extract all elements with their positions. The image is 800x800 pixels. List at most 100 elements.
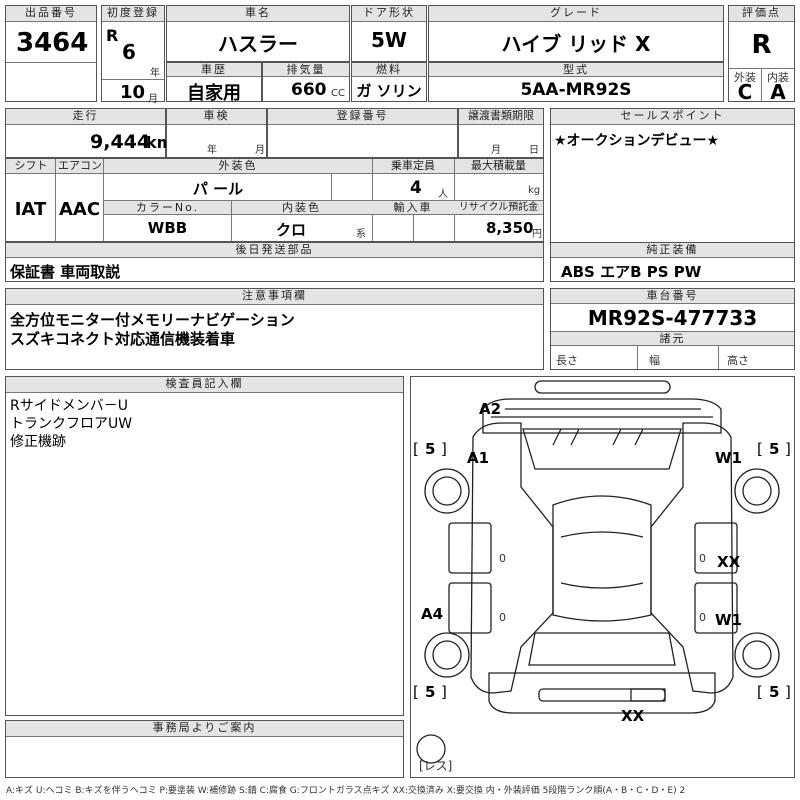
tire-rl-bracket-open: [ (413, 683, 419, 701)
grade-box: グレード ハイブ リッド X (428, 5, 724, 62)
int-grade: A (770, 80, 786, 104)
notes-box: 注意事項欄 全方位モニター付メモリーナビゲーション スズキコネクト対応通信機装着… (5, 288, 544, 370)
tire-rr-bracket-close: ] (785, 683, 791, 701)
tire-front-right (734, 468, 780, 514)
mark-w1-rear: W1 (715, 611, 742, 629)
capacity-label: 乗車定員 (372, 159, 454, 174)
mark-a4: A4 (421, 605, 444, 623)
spec-grid: シフト エアコン 外装色 乗車定員 最大積載量 IAT AAC パ ール 4 人… (5, 158, 544, 242)
first-reg-label: 初度登録 (102, 6, 164, 22)
car-name-label: 車名 (167, 6, 349, 22)
door-label: ドア形状 (352, 6, 426, 22)
reg-month: 10 (120, 82, 146, 103)
history: 自家用 (187, 83, 241, 104)
sales-point-box: セールスポイント ★オークションデビュー★ (550, 108, 795, 256)
inspector-line-2: トランクフロアUW (10, 416, 133, 432)
chassis-number: MR92S-477733 (587, 306, 758, 330)
tire-rr-bracket-open: [ (757, 683, 763, 701)
mileage-label: 走行 (6, 109, 165, 125)
model: 5AA-MR92S (520, 80, 632, 100)
spare-tire (416, 734, 446, 764)
deadline-box: 譲渡書類期限 月 日 (458, 108, 544, 158)
load-unit: kg (528, 185, 541, 196)
deadline-label: 譲渡書類期限 (459, 109, 543, 125)
damage-diagram: A2 A1 W1 A4 XX W1 XX [ 5 ] [ 5 ] [ 5 ] [… (410, 376, 795, 778)
rear-window (528, 632, 676, 666)
ac: AAC (58, 199, 101, 220)
tire-rear-left (424, 632, 470, 678)
grade-label: グレード (429, 6, 723, 22)
recycle: 8,350 (486, 219, 534, 237)
tire-fl-value: 5 (425, 440, 436, 458)
length-label: 長さ (556, 354, 578, 367)
parts: 保証書 車両取説 (10, 263, 121, 281)
left-rear-door (448, 582, 492, 634)
mileage: 9,444 (90, 131, 151, 153)
color-label: 外装色 (104, 159, 372, 174)
car-name: ハスラー (218, 32, 298, 56)
tire-fr-bracket-close: ] (785, 440, 791, 458)
tire-rl-value: 5 (425, 683, 436, 701)
windshield (522, 428, 682, 470)
deadline-day-unit: 日 (529, 145, 539, 156)
notes-label: 注意事項欄 (6, 289, 543, 305)
recycle-label: リサイクル預託金 (454, 201, 543, 215)
first-registration-box: 初度登録 R 6 年 10 月 (101, 5, 165, 105)
load-label: 最大積載量 (454, 159, 543, 174)
left-front-door (448, 522, 492, 574)
mark-a1: A1 (467, 449, 490, 467)
height-label: 高さ (727, 354, 749, 367)
right-front-door (694, 522, 738, 574)
inspector-box: 検査員記入欄 Rサイドメンバ－U トランクフロアUW 修正機跡 (5, 376, 404, 716)
tire-fr-value: 5 (769, 440, 780, 458)
chassis-box: 車台番号 MR92S-477733 諸元 長さ 幅 高さ (550, 288, 795, 370)
parts-box: 後日発送部品 保証書 車両取説 (5, 242, 544, 282)
inspection-label: 車検 (167, 109, 266, 125)
tire-fl-bracket-open: [ (413, 440, 419, 458)
reg-no-label: 登録番号 (268, 109, 457, 125)
reg-year: 6 (122, 40, 136, 64)
tire-fl-bracket-close: ] (441, 440, 447, 458)
score-box: 評価点 R 外装 内装 C A (728, 5, 795, 104)
int-color-unit: 系 (356, 229, 366, 240)
lot-box: 出品番号 3464 (5, 5, 97, 102)
equipment: ABS エアB PS PW (561, 263, 702, 281)
color: パ ール (192, 180, 244, 198)
int-label: 内装 (767, 71, 789, 84)
inspector-line-3: 修正機跡 (10, 434, 66, 450)
sales-label: セールスポイント (551, 109, 794, 125)
width-label: 幅 (649, 354, 660, 367)
car-diagram-svg (416, 380, 780, 764)
int-color-label: 内装色 (231, 201, 372, 215)
tire-front-left (424, 468, 470, 514)
zero-right-top: 0 (699, 552, 706, 565)
history-label: 車歴 (167, 63, 261, 77)
int-color: クロ (275, 221, 306, 239)
spec-label: 諸元 (551, 331, 794, 346)
sales-point: ★オークションデビュー★ (554, 133, 720, 149)
color-no-label: カラーNo. (104, 201, 231, 215)
history-box: 車歴 自家用 (166, 62, 262, 104)
fuel: ガ ソリン (356, 82, 422, 100)
mark-xx-bottom: XX (621, 707, 645, 725)
lot-number: 3464 (16, 28, 89, 58)
import-label: 輸入車 (372, 201, 454, 215)
roof (552, 495, 652, 622)
displacement-label: 排気量 (263, 63, 349, 77)
tire-rl-bracket-close: ] (441, 683, 447, 701)
displacement: 660 (291, 80, 327, 100)
mark-w1-front: W1 (715, 449, 742, 467)
ext-grade: C (737, 80, 753, 104)
mark-xx-right: XX (717, 553, 741, 571)
fuel-label: 燃料 (352, 63, 426, 77)
month-unit: 月 (148, 94, 158, 105)
inspection-box: 車検 年 月 (166, 108, 267, 158)
capacity-unit: 人 (438, 189, 448, 200)
notes-line-2: スズキコネクト対応通信機装着車 (10, 330, 236, 348)
grade: ハイブ リッド X (501, 32, 651, 56)
right-rear-door (694, 582, 738, 634)
fuel-box: 燃料 ガ ソリン (351, 62, 427, 102)
year-unit: 年 (150, 68, 160, 79)
displacement-box: 排気量 660 CC (262, 62, 350, 102)
notes-line-1: 全方位モニター付メモリーナビゲーション (10, 311, 295, 329)
